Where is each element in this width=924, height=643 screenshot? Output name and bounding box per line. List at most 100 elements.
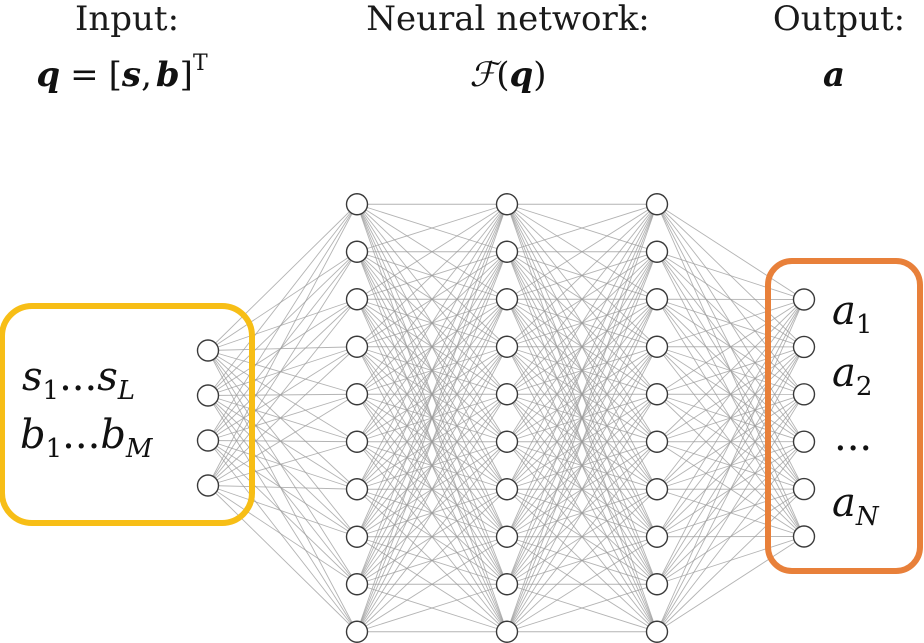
neuron-layer0-0 <box>196 339 220 362</box>
edge-l0-1-2 <box>207 298 358 396</box>
edge-l0-3-1 <box>207 251 358 486</box>
edge-l3-4-0 <box>656 299 805 395</box>
edge-l0-2-2 <box>207 298 358 441</box>
edge-l0-2-7 <box>207 440 358 538</box>
a2-sub: 2 <box>856 372 873 402</box>
edge-l0-3-8 <box>207 485 358 585</box>
edge-l1-7-0 <box>356 204 508 537</box>
neuron-layer2-7 <box>495 525 519 548</box>
edge-l2-6-0 <box>506 204 658 490</box>
edge-l3-7-0 <box>656 299 805 537</box>
edge-l3-9-0 <box>656 299 805 632</box>
edge-l3-0-0 <box>656 203 805 300</box>
neuron-layer1-4 <box>345 383 369 406</box>
edge-l2-9-2 <box>506 299 658 632</box>
edge-l0-0-9 <box>207 350 358 632</box>
edge-l1-5-0 <box>356 204 508 442</box>
edge-l0-3-6 <box>207 485 358 490</box>
neuron-layer1-9 <box>345 620 369 643</box>
neuron-layer2-2 <box>495 288 519 311</box>
s-start-sub: 1 <box>43 376 60 406</box>
neuron-layer2-1 <box>495 240 519 263</box>
b-start: b <box>20 412 46 458</box>
neuron-layer3-1 <box>645 240 669 263</box>
edge-l0-0-1 <box>207 251 358 351</box>
neuron-layer2-6 <box>495 478 519 501</box>
edge-l2-5-0 <box>506 204 658 442</box>
neuron-layer1-6 <box>345 478 369 501</box>
formula-close-paren: ) <box>533 55 546 95</box>
edge-l2-9-8 <box>506 583 658 633</box>
edge-l0-0-8 <box>207 350 358 585</box>
edge-l0-1-0 <box>207 203 358 396</box>
neuron-layer2-0 <box>495 193 519 216</box>
edge-l0-1-9 <box>207 395 358 632</box>
neuron-layer3-4 <box>645 383 669 406</box>
edge-l2-9-5 <box>506 441 658 633</box>
edge-l2-9-4 <box>506 394 658 632</box>
neuron-layer2-3 <box>495 335 519 358</box>
edge-l1-9-5 <box>356 441 508 633</box>
b-dots: ... <box>62 412 100 458</box>
formula-q-arg: q <box>509 55 533 95</box>
edge-l0-0-0 <box>207 203 358 351</box>
edge-l0-0-4 <box>207 350 358 395</box>
output-heading: Output: <box>773 0 905 39</box>
formula-comma: , <box>141 55 152 95</box>
edge-l3-6-0 <box>656 299 805 490</box>
edge-l3-1-0 <box>656 251 805 300</box>
edge-l3-9-1 <box>656 346 805 632</box>
neuron-layer2-9 <box>495 620 519 643</box>
edge-l0-3-9 <box>207 485 358 633</box>
input-label-b: b1...bM <box>20 412 154 464</box>
aN-base: a <box>832 480 856 526</box>
edge-l0-3-3 <box>207 346 358 486</box>
neuron-layer3-3 <box>645 335 669 358</box>
edge-l3-8-0 <box>656 299 805 585</box>
neuron-layer1-2 <box>345 288 369 311</box>
edge-l0-2-6 <box>207 440 358 490</box>
neuron-layer3-8 <box>645 573 669 596</box>
edge-l1-2-0 <box>356 203 508 300</box>
output-formula: a <box>823 55 845 95</box>
neuron-layer2-8 <box>495 573 519 596</box>
output-label-aN: aN <box>832 480 880 532</box>
edge-l0-1-8 <box>207 395 358 585</box>
edge-l1-9-8 <box>356 583 508 633</box>
network-edges <box>207 203 805 633</box>
edge-l0-3-7 <box>207 485 358 538</box>
formula-open-bracket: [ <box>109 55 122 95</box>
neuron-layer1-8 <box>345 573 369 596</box>
edge-l0-1-7 <box>207 395 358 538</box>
edge-l3-5-0 <box>656 299 805 443</box>
edge-l3-9-4 <box>656 488 805 633</box>
neuron-layer1-0 <box>345 193 369 216</box>
edge-l1-6-0 <box>356 204 508 490</box>
edge-l1-9-6 <box>356 488 508 633</box>
network-nodes <box>196 193 816 643</box>
edge-l0-1-4 <box>207 393 358 396</box>
s-end-sub: L <box>117 376 135 406</box>
neuron-layer0-1 <box>196 384 220 407</box>
s-end: s <box>97 354 118 400</box>
neuron-layer3-7 <box>645 525 669 548</box>
edge-l0-2-3 <box>207 346 358 441</box>
s-dots: ... <box>59 354 97 400</box>
edge-l0-0-3 <box>207 346 358 351</box>
edge-l0-3-0 <box>207 204 358 486</box>
edge-l2-9-3 <box>506 346 658 632</box>
edge-l1-9-2 <box>356 299 508 632</box>
neuron-layer3-5 <box>645 430 669 453</box>
neuron-layer3-6 <box>645 478 669 501</box>
formula-equals: = <box>70 55 99 95</box>
edge-l2-8-0 <box>506 204 658 585</box>
edge-l0-0-5 <box>207 350 358 443</box>
edge-l3-9-3 <box>656 441 805 633</box>
edge-l0-3-4 <box>207 393 358 486</box>
neuron-layer2-5 <box>495 430 519 453</box>
edge-l2-2-0 <box>506 203 658 300</box>
input-heading: Input: <box>75 0 179 39</box>
network-heading: Neural network: <box>366 0 650 39</box>
edge-l1-8-0 <box>356 204 508 585</box>
edge-l2-9-1 <box>506 251 658 632</box>
